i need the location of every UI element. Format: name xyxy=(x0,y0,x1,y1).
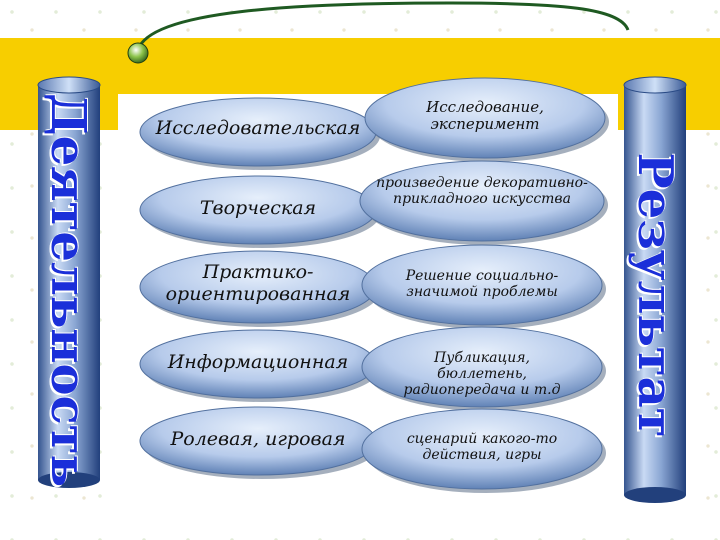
result-label-role-game: сценарий какого-то действия, игры xyxy=(406,431,558,464)
activity-ovals xyxy=(139,97,380,479)
left-pillar xyxy=(37,76,101,488)
result-ovals xyxy=(359,77,609,493)
activity-label-information: Информационная xyxy=(167,351,349,373)
result-label-information: Публикация, бюллетень, радиопередача и т… xyxy=(403,350,561,399)
activity-label-research: Исследовательская xyxy=(155,117,361,139)
result-label-practice: Решение социально-значимой проблемы xyxy=(405,268,559,301)
right-pillar-label: Результат xyxy=(627,152,683,438)
activity-label-practice: Практико-ориентированная xyxy=(165,261,351,305)
activity-label-role-game: Ролевая, игровая xyxy=(170,428,346,450)
result-label-research: Исследование, эксперимент xyxy=(426,98,544,134)
result-label-creative: произведение декоративно-прикладного иск… xyxy=(376,175,588,208)
green-curve xyxy=(136,1,630,51)
left-pillar-label: Деятельность xyxy=(40,92,96,488)
activity-label-creative: Творческая xyxy=(199,197,317,219)
green-ball xyxy=(127,42,149,64)
right-pillar xyxy=(623,76,687,503)
